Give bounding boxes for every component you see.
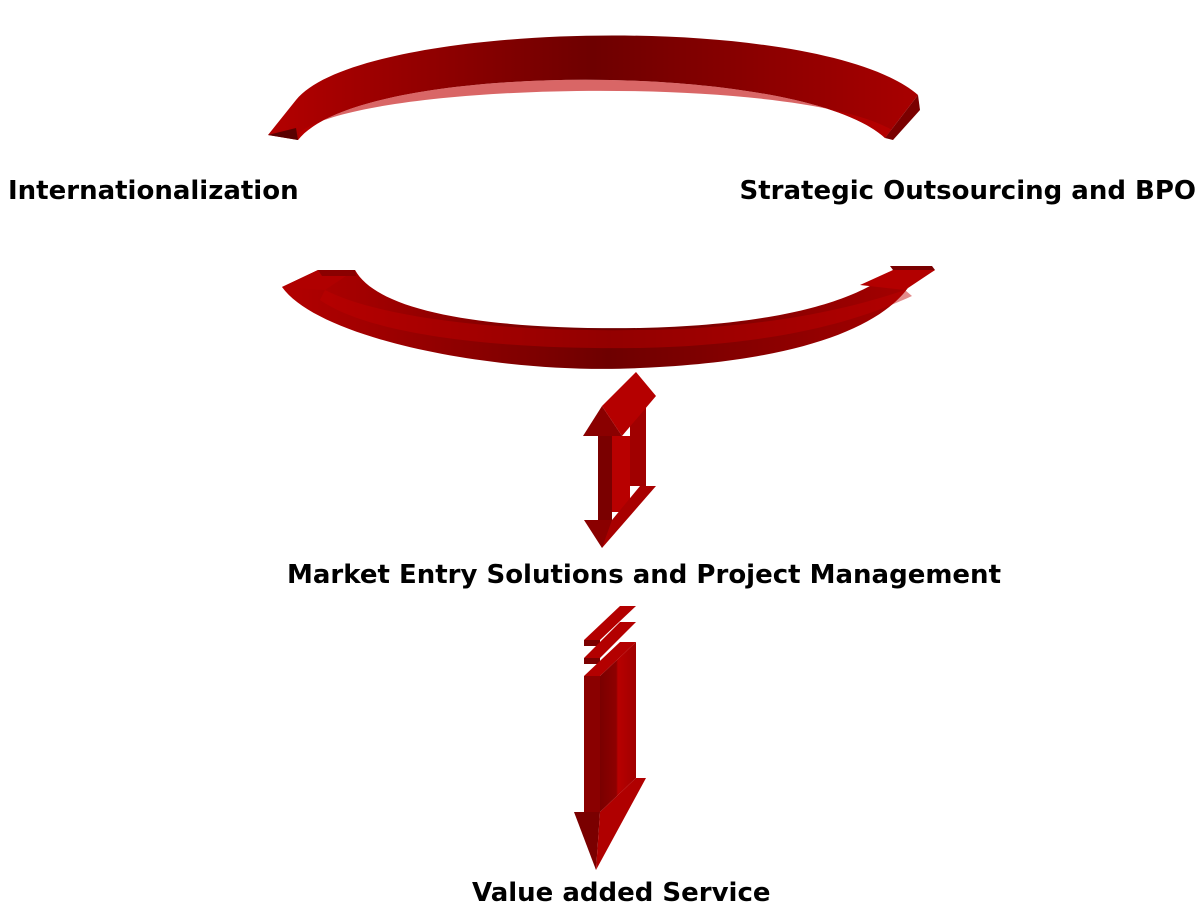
bottom-curved-arrow: [282, 266, 935, 369]
top-curved-arrow: [268, 35, 920, 140]
node-internationalization: Internationalization: [8, 176, 299, 206]
double-headed-arrow: [583, 372, 656, 548]
node-market-entry: Market Entry Solutions and Project Manag…: [287, 560, 1001, 590]
node-strategic-outsourcing: Strategic Outsourcing and BPO: [739, 176, 1196, 206]
node-value-added: Value added Service: [472, 878, 771, 908]
striped-arrow-down: [574, 606, 646, 870]
